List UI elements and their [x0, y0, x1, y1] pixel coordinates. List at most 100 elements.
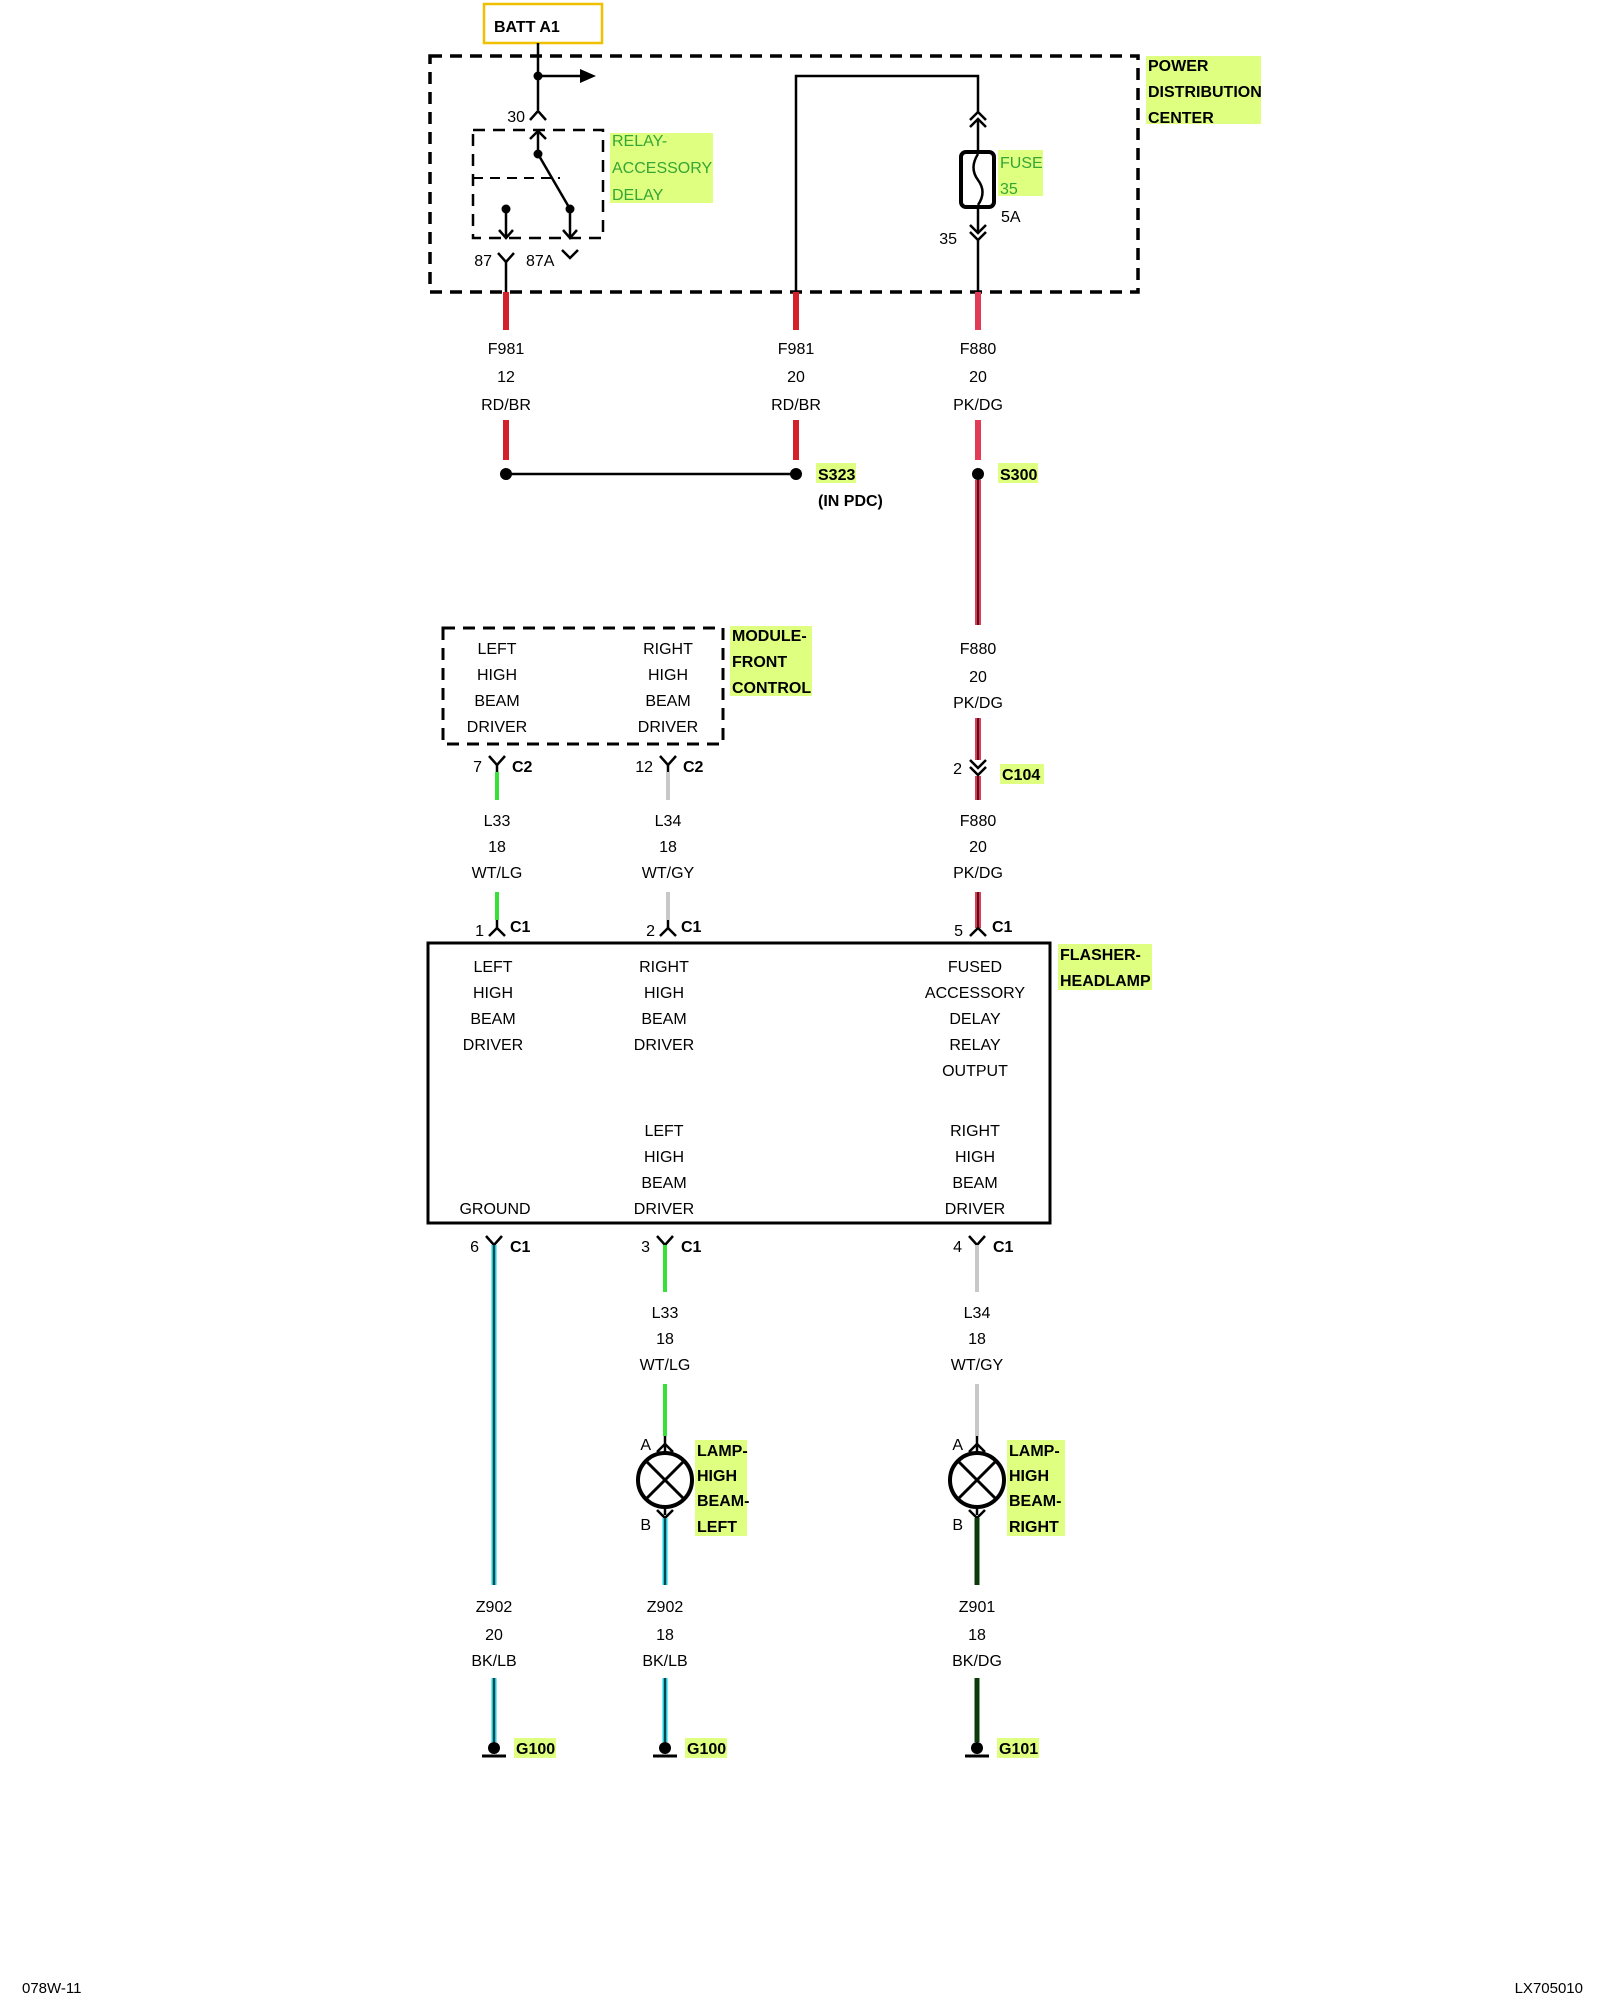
svg-text:BEAM-: BEAM- [697, 1493, 749, 1510]
c1-6-name: C1 [510, 1239, 531, 1256]
pdc-label: POWER DISTRIBUTION CENTER [1146, 56, 1262, 127]
fcm-right-driver: RIGHT HIGH BEAM DRIVER [638, 641, 698, 736]
svg-text:20: 20 [485, 1627, 503, 1644]
svg-text:HIGH: HIGH [955, 1149, 995, 1166]
splice-s300: S300 [998, 463, 1038, 484]
flasher-output-left: LEFT HIGH BEAM DRIVER [634, 1123, 694, 1218]
svg-text:L33: L33 [484, 813, 511, 830]
wire-label-f981-12: F981 12 RD/BR [481, 341, 531, 414]
svg-text:C104: C104 [1002, 767, 1040, 784]
svg-text:(IN PDC): (IN PDC) [818, 493, 883, 510]
svg-text:18: 18 [488, 839, 506, 856]
svg-text:F880: F880 [960, 641, 997, 658]
svg-text:HIGH: HIGH [473, 985, 513, 1002]
flasher-input-left: LEFT HIGH BEAM DRIVER [463, 959, 523, 1054]
c2-pin-12: 12 [635, 759, 653, 776]
svg-text:BK/LB: BK/LB [642, 1653, 687, 1670]
svg-text:20: 20 [969, 669, 987, 686]
svg-text:G100: G100 [687, 1741, 726, 1758]
svg-text:F880: F880 [960, 813, 997, 830]
svg-text:HIGH: HIGH [1009, 1468, 1049, 1485]
svg-text:18: 18 [656, 1627, 674, 1644]
svg-text:DELAY: DELAY [949, 1011, 1001, 1028]
svg-text:F981: F981 [778, 341, 815, 358]
svg-text:DRIVER: DRIVER [467, 719, 527, 736]
wire-label-l33-b: L33 18 WT/LG [640, 1305, 691, 1374]
svg-text:BK/DG: BK/DG [952, 1653, 1002, 1670]
svg-text:L33: L33 [652, 1305, 679, 1322]
flasher-output-right: RIGHT HIGH BEAM DRIVER [945, 1123, 1005, 1218]
svg-text:HIGH: HIGH [644, 985, 684, 1002]
svg-text:RELAY-: RELAY- [612, 133, 667, 150]
svg-text:FUSE: FUSE [1000, 155, 1043, 172]
relay-pin-30: 30 [507, 109, 525, 126]
svg-text:MODULE-: MODULE- [732, 628, 807, 645]
svg-text:LEFT: LEFT [644, 1123, 683, 1140]
ground-label-g100-a: G100 [514, 1738, 556, 1758]
c1-pin-2: 2 [646, 923, 655, 940]
lamp-left-pin-b: B [640, 1517, 651, 1534]
svg-text:DRIVER: DRIVER [945, 1201, 1005, 1218]
fcm-boundary [441, 626, 725, 746]
svg-text:DRIVER: DRIVER [463, 1037, 523, 1054]
svg-text:FUSED: FUSED [948, 959, 1002, 976]
svg-text:ACCESSORY: ACCESSORY [925, 985, 1026, 1002]
svg-text:HIGH: HIGH [648, 667, 688, 684]
wire-label-f880-c: F880 20 PK/DG [953, 813, 1003, 882]
wire-label-l34-b: L34 18 WT/GY [951, 1305, 1004, 1374]
svg-text:BEAM: BEAM [952, 1175, 997, 1192]
svg-text:18: 18 [659, 839, 677, 856]
svg-text:WT/GY: WT/GY [951, 1357, 1004, 1374]
svg-text:F981: F981 [488, 341, 525, 358]
c1-3-name: C1 [681, 1239, 702, 1256]
svg-text:RIGHT: RIGHT [1009, 1519, 1059, 1536]
svg-text:FLASHER-: FLASHER- [1060, 947, 1141, 964]
svg-text:12: 12 [497, 369, 515, 386]
svg-text:35: 35 [1000, 181, 1018, 198]
ground-symbol-g100-b [653, 1742, 677, 1758]
svg-text:OUTPUT: OUTPUT [942, 1063, 1008, 1080]
svg-text:BEAM: BEAM [474, 693, 519, 710]
c1-pin-6: 6 [470, 1239, 479, 1256]
svg-text:S300: S300 [1000, 467, 1037, 484]
flasher-ground: GROUND [459, 1201, 530, 1218]
svg-text:WT/LG: WT/LG [472, 865, 523, 882]
svg-text:18: 18 [656, 1331, 674, 1348]
c1-pin-3: 3 [641, 1239, 650, 1256]
batt-box [482, 2, 604, 45]
svg-text:20: 20 [787, 369, 805, 386]
c1-pin-4: 4 [953, 1239, 962, 1256]
ground-symbol-g101 [965, 1742, 989, 1758]
wire-label-f880-a: F880 20 PK/DG [953, 341, 1003, 414]
ground-label-g101: G101 [997, 1738, 1039, 1758]
relay-pin-87a: 87A [526, 253, 555, 270]
connector-c104: C104 [1000, 764, 1044, 784]
svg-text:PK/DG: PK/DG [953, 397, 1003, 414]
svg-text:WT/LG: WT/LG [640, 1357, 691, 1374]
c1-4-name: C1 [993, 1239, 1014, 1256]
svg-text:FRONT: FRONT [732, 654, 787, 671]
c104-pin: 2 [953, 761, 962, 778]
svg-text:WT/GY: WT/GY [642, 865, 695, 882]
wire-label-l34-a: L34 18 WT/GY [642, 813, 695, 882]
svg-text:CENTER: CENTER [1148, 110, 1214, 127]
svg-text:LAMP-: LAMP- [1009, 1443, 1060, 1460]
fuse-pin: 35 [939, 231, 957, 248]
svg-text:HIGH: HIGH [644, 1149, 684, 1166]
svg-text:DRIVER: DRIVER [638, 719, 698, 736]
batt-label: BATT A1 [494, 19, 560, 36]
svg-text:BEAM: BEAM [641, 1175, 686, 1192]
pdc-boundary [428, 54, 1140, 294]
footer-left: 078W-11 [22, 1980, 81, 1997]
svg-text:PK/DG: PK/DG [953, 695, 1003, 712]
svg-text:BK/LB: BK/LB [471, 1653, 516, 1670]
c1-1-name: C1 [510, 919, 531, 936]
svg-text:HIGH: HIGH [477, 667, 517, 684]
svg-text:LEFT: LEFT [477, 641, 516, 658]
wire-label-z902-20: Z902 20 BK/LB [471, 1599, 516, 1670]
lamp-right-pin-a: A [952, 1437, 963, 1454]
svg-text:L34: L34 [964, 1305, 991, 1322]
c1-5-name: C1 [992, 919, 1013, 936]
c1-2-name: C1 [681, 919, 702, 936]
svg-text:20: 20 [969, 839, 987, 856]
